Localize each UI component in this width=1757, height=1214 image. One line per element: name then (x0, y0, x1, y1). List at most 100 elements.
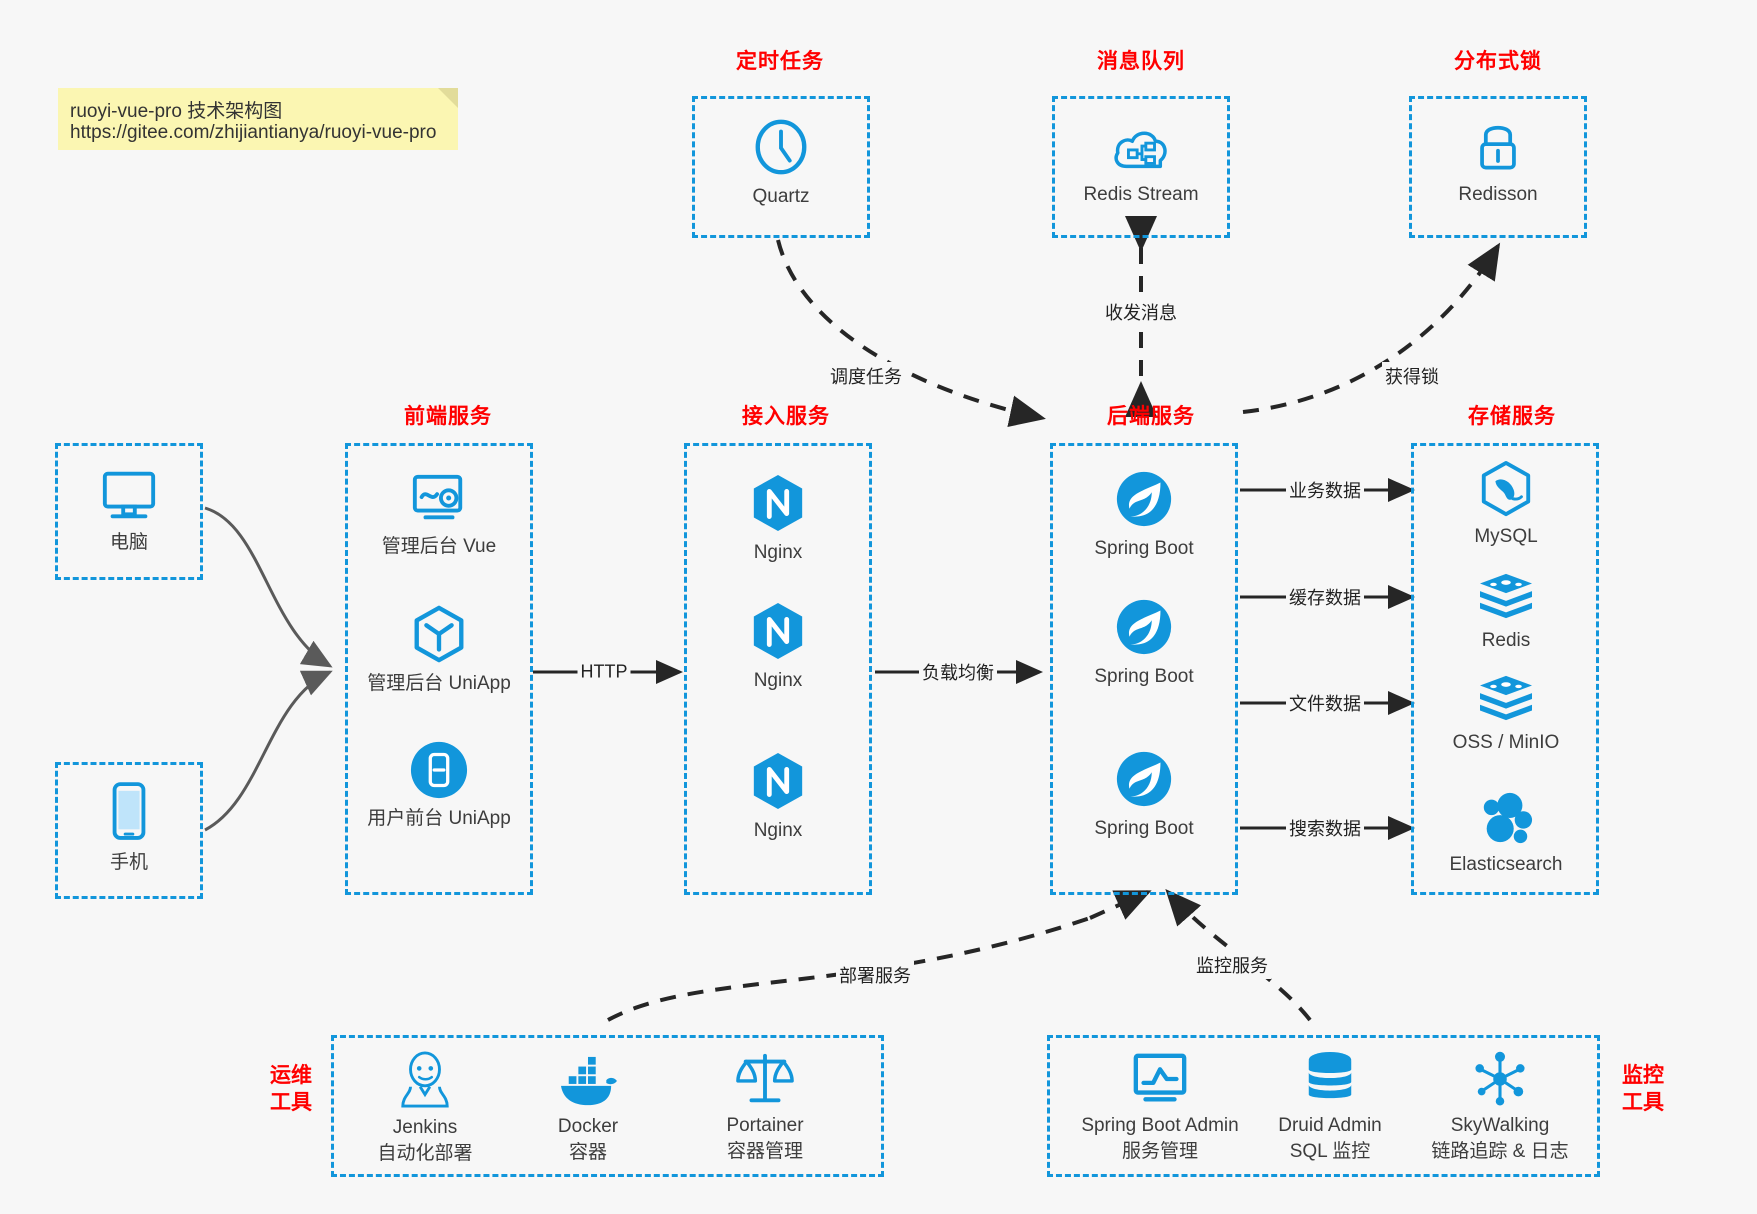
mysql-icon (1481, 460, 1531, 517)
column-title-backend: 后端服务 (1107, 405, 1195, 428)
oss-icon (1480, 675, 1532, 721)
sticky-note: ruoyi-vue-pro 技术架构图 https://gitee.com/zh… (58, 88, 458, 150)
node-desc: 服务管理 (1121, 1140, 1198, 1162)
note-fold-icon (438, 88, 458, 108)
node-oss-minio[interactable]: OSS / MinIO (1438, 672, 1574, 756)
edge-label-load-balance: 负载均衡 (919, 658, 997, 686)
node-spring-boot-3[interactable]: Spring Boot (1084, 748, 1204, 842)
node-quartz[interactable]: Quartz (722, 116, 840, 210)
node-mobile[interactable]: 手机 (82, 780, 176, 876)
edge-label-business-data: 业务数据 (1286, 476, 1364, 504)
node-druid-admin[interactable]: Druid Admin SQL 监控 (1250, 1050, 1410, 1164)
group-box-message-queue (1052, 96, 1230, 238)
note-title: ruoyi-vue-pro 技术架构图 (70, 101, 283, 122)
edge-label-send-receive-message: 收发消息 (1102, 298, 1180, 326)
column-box-frontend (345, 443, 533, 895)
node-label: Nginx (753, 670, 803, 691)
group-title-devops: 运维 工具 (258, 1063, 324, 1117)
portainer-icon (736, 1053, 794, 1103)
client-box-mobile (55, 762, 203, 899)
group-box-scheduled-task (692, 96, 870, 238)
group-title-distributed-lock: 分布式锁 (1454, 50, 1542, 73)
cloud-stream-icon (1114, 131, 1167, 169)
monitoring-title-line2: 工具 (1622, 1090, 1664, 1114)
devops-title-line1: 运维 (270, 1064, 312, 1087)
node-portainer[interactable]: Portainer 容器管理 (690, 1050, 840, 1164)
node-name: Druid Admin (1278, 1115, 1382, 1136)
jenkins-icon (401, 1051, 449, 1108)
skywalking-icon (1475, 1051, 1525, 1106)
node-name: Spring Boot Admin (1081, 1115, 1239, 1136)
spring-icon (1116, 599, 1172, 655)
nginx-icon (753, 474, 803, 532)
admin-vue-icon (412, 474, 463, 520)
node-admin-uniapp[interactable]: 管理后台 UniApp (367, 603, 511, 697)
nginx-icon (753, 602, 803, 660)
clock-icon (755, 119, 807, 175)
edge-label-file-data: 文件数据 (1286, 689, 1364, 717)
group-box-monitoring (1047, 1035, 1600, 1177)
nginx-icon (753, 752, 803, 810)
redis-icon (1480, 573, 1532, 619)
node-skywalking[interactable]: SkyWalking 链路追踪 & 日志 (1405, 1050, 1595, 1164)
node-label: 管理后台 Vue (381, 536, 497, 557)
column-box-gateway (684, 443, 872, 895)
node-label: Spring Boot (1094, 538, 1194, 559)
node-docker[interactable]: Docker 容器 (518, 1055, 658, 1165)
node-elasticsearch[interactable]: Elasticsearch (1438, 790, 1574, 878)
node-admin-vue[interactable]: 管理后台 Vue (369, 470, 509, 560)
node-redis[interactable]: Redis (1438, 570, 1574, 654)
spring-icon (1116, 471, 1172, 527)
column-title-storage: 存储服务 (1468, 405, 1556, 428)
lock-icon (1480, 125, 1516, 170)
elasticsearch-icon (1483, 792, 1533, 844)
node-nginx-1[interactable]: Nginx (718, 472, 838, 566)
group-title-message-queue: 消息队列 (1097, 50, 1185, 73)
column-title-gateway: 接入服务 (742, 405, 830, 428)
cube-icon (414, 605, 464, 663)
monitor-chart-icon (1133, 1053, 1187, 1102)
node-user-uniapp[interactable]: 用户前台 UniApp (367, 740, 511, 832)
app-icon (410, 741, 468, 799)
node-label: MySQL (1474, 526, 1538, 547)
node-name: Portainer (726, 1115, 804, 1136)
node-redis-stream[interactable]: Redis Stream (1082, 120, 1200, 208)
node-label: Nginx (753, 542, 803, 563)
node-mysql[interactable]: MySQL (1438, 460, 1574, 550)
node-desc: 链路追踪 & 日志 (1431, 1140, 1569, 1162)
column-box-storage (1411, 443, 1599, 895)
node-name: Jenkins (392, 1117, 458, 1138)
node-label: Spring Boot (1094, 666, 1194, 687)
node-label: Nginx (753, 820, 803, 841)
node-spring-boot-2[interactable]: Spring Boot (1084, 596, 1204, 690)
node-label: Elasticsearch (1449, 854, 1563, 875)
edge-label-monitor-service: 监控服务 (1193, 951, 1271, 979)
node-label: 管理后台 UniApp (367, 673, 511, 694)
node-nginx-2[interactable]: Nginx (718, 600, 838, 694)
node-nginx-3[interactable]: Nginx (718, 750, 838, 844)
edge-label-http: HTTP (577, 660, 631, 684)
note-url: https://gitee.com/zhijiantianya/ruoyi-vu… (70, 122, 437, 143)
node-label: Redisson (1458, 184, 1538, 205)
monitoring-title-line1: 监控 (1622, 1064, 1664, 1087)
column-title-frontend: 前端服务 (404, 405, 492, 428)
node-redisson[interactable]: Redisson (1439, 116, 1557, 208)
node-desc: 自动化部署 (377, 1142, 473, 1164)
node-label: 用户前台 UniApp (367, 808, 511, 829)
node-desktop[interactable]: 电脑 (82, 466, 176, 556)
group-box-devops (331, 1035, 884, 1177)
node-desc: SQL 监控 (1289, 1140, 1371, 1162)
group-box-distributed-lock (1409, 96, 1587, 238)
node-label: Redis Stream (1083, 184, 1199, 205)
node-desc: 容器 (568, 1141, 607, 1163)
node-label: 手机 (109, 852, 148, 873)
node-label: Spring Boot (1094, 818, 1194, 839)
group-title-monitoring: 监控 工具 (1610, 1063, 1676, 1117)
column-box-backend (1050, 443, 1238, 895)
client-box-desktop (55, 443, 203, 580)
node-spring-boot-admin[interactable]: Spring Boot Admin 服务管理 (1060, 1050, 1260, 1164)
node-jenkins[interactable]: Jenkins 自动化部署 (355, 1050, 495, 1166)
node-name: Docker (557, 1116, 619, 1137)
node-spring-boot-1[interactable]: Spring Boot (1084, 468, 1204, 562)
